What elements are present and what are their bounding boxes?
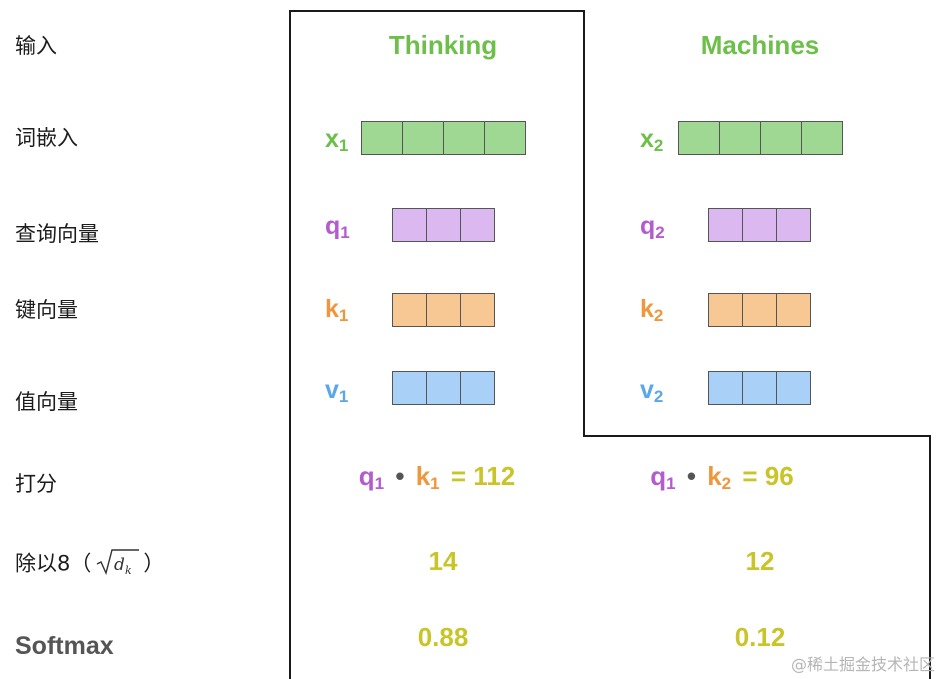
divide-prefix: 除以8（	[15, 551, 92, 576]
symbol-k2: k2	[640, 295, 663, 326]
x2-cell	[760, 121, 801, 155]
vector-k1	[392, 293, 495, 327]
x1-cell	[361, 121, 402, 155]
symbol-q1: q1	[325, 212, 350, 243]
v2-sub: 2	[653, 387, 664, 406]
row-label-divide: 除以8（ d k ）	[15, 547, 164, 582]
vector-v1	[392, 371, 495, 405]
q1-cell	[392, 208, 426, 242]
x2-cell	[801, 121, 843, 155]
x1-cell	[484, 121, 526, 155]
q2-cell	[708, 208, 742, 242]
v2-cell	[776, 371, 811, 405]
score2-q: q	[650, 461, 667, 491]
score2-k: k	[707, 461, 722, 491]
symbol-k1: k1	[325, 295, 348, 326]
q1-sub: 1	[340, 223, 350, 242]
score1-k-sub: 1	[430, 474, 440, 493]
x2-sub: 2	[653, 136, 664, 155]
vector-x2	[678, 121, 843, 155]
k2-letter: k	[640, 295, 654, 323]
score2-q-sub: 1	[666, 474, 676, 493]
symbol-q2: q2	[640, 212, 665, 243]
x2-cell	[719, 121, 760, 155]
score1-eq: =	[450, 461, 467, 491]
x1-letter: x	[325, 125, 339, 153]
x2-cell	[678, 121, 719, 155]
v2-letter: v	[640, 376, 654, 404]
row-label-softmax: Softmax	[15, 632, 114, 660]
k1-cell	[460, 293, 495, 327]
softmax-value-1: 0.88	[417, 622, 469, 652]
q2-cell	[742, 208, 776, 242]
word-machines: Machines	[700, 30, 820, 60]
q2-letter: q	[640, 212, 656, 240]
row-label-value: 值向量	[15, 390, 78, 414]
symbol-v2: v2	[640, 376, 663, 407]
score1-q: q	[358, 461, 375, 491]
score-equation-1: q1 • k1 = 112	[359, 461, 515, 494]
vector-q2	[708, 208, 811, 242]
row-label-embedding: 词嵌入	[15, 126, 78, 150]
divide-suffix: ）	[143, 551, 165, 576]
k1-cell	[392, 293, 426, 327]
v1-sub: 1	[338, 387, 349, 406]
watermark: @稀土掘金技术社区	[790, 655, 935, 674]
q1-cell	[460, 208, 495, 242]
v1-cell	[460, 371, 495, 405]
score1-k: k	[415, 461, 431, 491]
sqrt-k: k	[125, 564, 132, 577]
score2-k-sub: 2	[721, 474, 732, 493]
score2-value: 96	[764, 461, 794, 491]
x1-cell	[443, 121, 484, 155]
k1-cell	[426, 293, 460, 327]
sqrt-d: d	[114, 555, 125, 575]
k1-letter: k	[325, 295, 339, 323]
symbol-x2: x2	[640, 125, 663, 156]
softmax-value-2: 0.12	[734, 622, 786, 652]
k1-sub: 1	[338, 306, 349, 325]
v2-cell	[708, 371, 742, 405]
score-equation-2: q1 • k2 = 96	[650, 461, 793, 494]
v1-letter: v	[325, 376, 339, 404]
row-label-query: 查询向量	[15, 222, 99, 246]
score2-eq: =	[742, 461, 758, 491]
vector-q1	[392, 208, 495, 242]
row-label-score: 打分	[15, 472, 57, 496]
sqrt-dk-formula: d k	[95, 547, 140, 582]
vector-x1	[361, 121, 526, 155]
x2-letter: x	[640, 125, 654, 153]
k2-sub: 2	[653, 306, 664, 325]
score1-value: 112	[473, 461, 516, 491]
v1-cell	[392, 371, 426, 405]
q1-letter: q	[325, 212, 341, 240]
vector-k2	[708, 293, 811, 327]
score1-q-sub: 1	[374, 474, 385, 493]
v1-cell	[426, 371, 460, 405]
q2-sub: 2	[655, 223, 665, 242]
divided-value-2: 12	[745, 546, 775, 576]
score2-dot: •	[686, 461, 696, 491]
vector-v2	[708, 371, 811, 405]
row-label-key: 键向量	[15, 298, 78, 322]
x1-cell	[402, 121, 443, 155]
divided-value-1: 14	[428, 546, 458, 576]
score1-dot: •	[395, 461, 405, 491]
symbol-v1: v1	[325, 376, 348, 407]
x1-sub: 1	[338, 136, 349, 155]
k2-cell	[742, 293, 776, 327]
word-thinking: Thinking	[388, 30, 498, 60]
q1-cell	[426, 208, 460, 242]
v2-cell	[742, 371, 776, 405]
q2-cell	[776, 208, 811, 242]
k2-cell	[708, 293, 742, 327]
row-label-input: 输入	[15, 34, 57, 58]
k2-cell	[776, 293, 811, 327]
symbol-x1: x1	[325, 125, 348, 156]
